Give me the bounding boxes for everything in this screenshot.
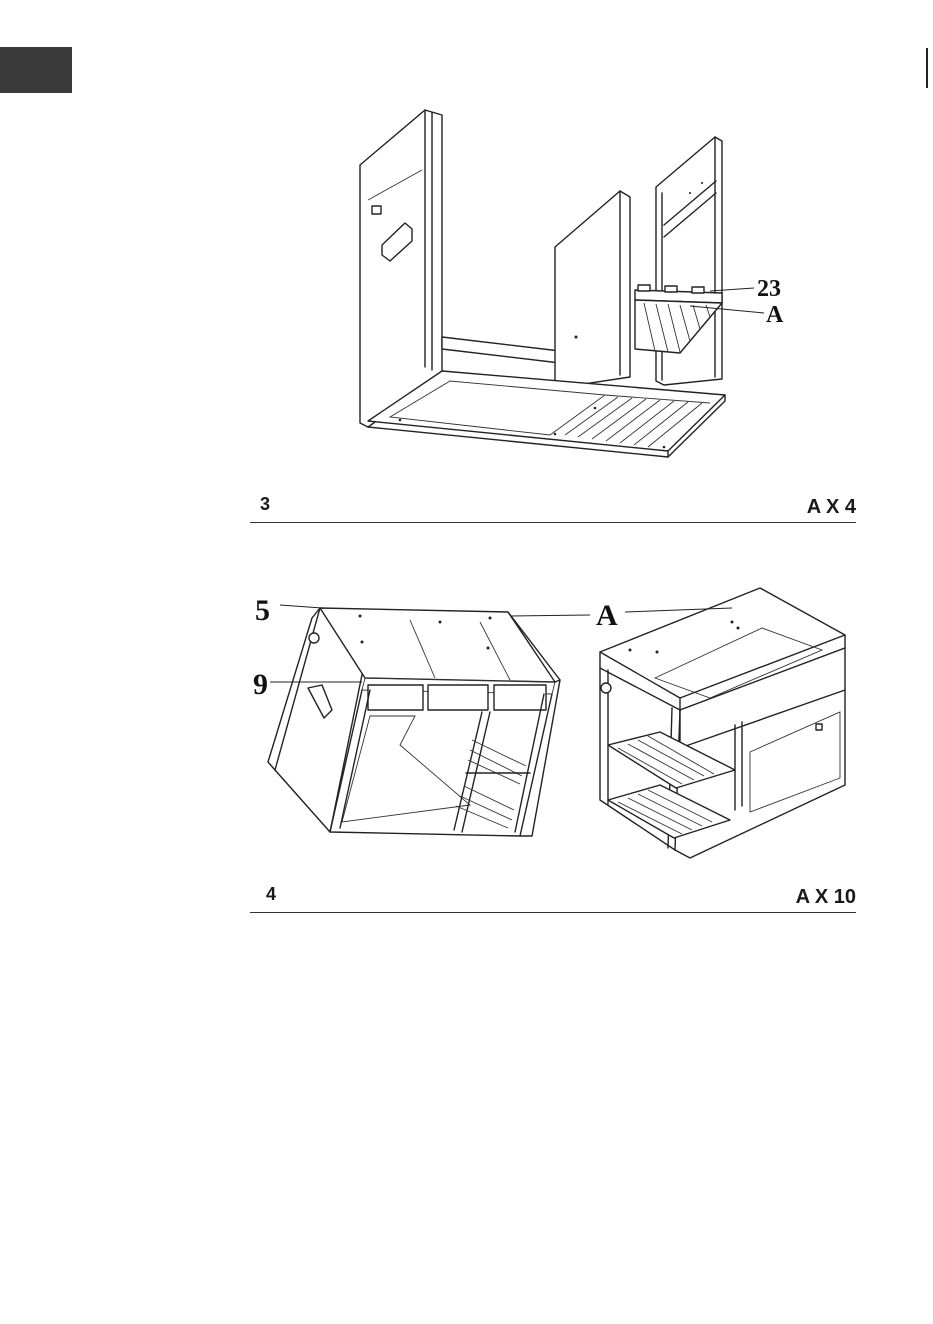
step-4-right-illustration: A — [590, 580, 860, 880]
fastener-quantity: A X 10 — [796, 886, 856, 909]
step-3-illustration: 23 A — [350, 105, 800, 465]
callout-fastener-a: A — [766, 302, 784, 328]
callout-part-9: 9 — [253, 668, 268, 701]
callout-part-23: 23 — [757, 276, 781, 302]
language-tab — [0, 47, 72, 93]
callout-part-5: 5 — [255, 594, 270, 627]
step-number: 4 — [266, 884, 276, 905]
callout-fastener-a: A — [596, 599, 618, 632]
page-edge-mark — [926, 48, 928, 88]
step-4-left-illustration: 5 9 — [250, 590, 580, 850]
fastener-quantity: A X 4 — [807, 496, 856, 519]
step-4-header: 4 A X 10 — [250, 884, 856, 913]
step-3-header: 3 A X 4 — [250, 494, 856, 523]
step-number: 3 — [260, 494, 270, 515]
